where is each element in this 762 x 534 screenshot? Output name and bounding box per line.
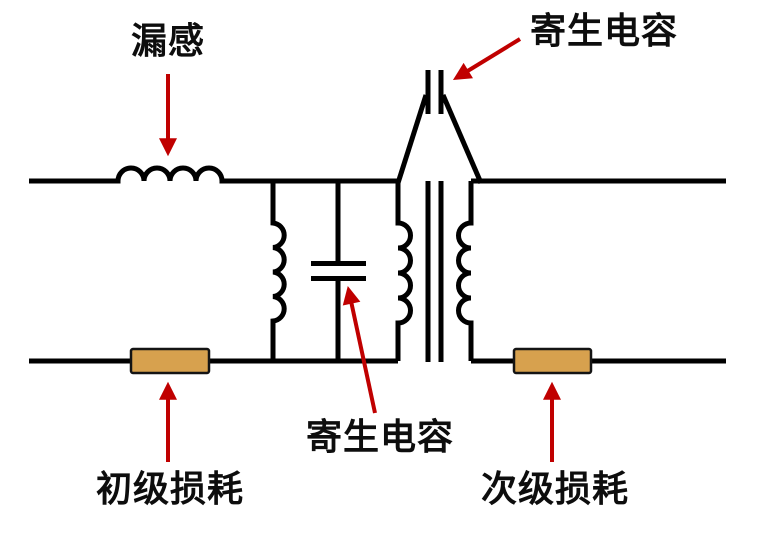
primary-loss-label: 初级损耗 (95, 469, 244, 510)
transformer-secondary-winding (456, 181, 474, 361)
leakage-inductor (29, 165, 398, 184)
transformer-primary-winding (395, 181, 413, 361)
parasitic-capacitance-top-label: 寄生电容 (529, 11, 678, 52)
secondary-loss-resistor (512, 347, 593, 375)
parasitic-mid-arrow (342, 286, 377, 414)
transformer-core (425, 181, 444, 362)
leakage-inductance-label: 漏感 (130, 21, 205, 62)
secondary-loss-label: 次级损耗 (480, 469, 629, 510)
parasitic-capacitor-interwinding (395, 70, 484, 184)
parasitic-top-arrow (452, 37, 522, 80)
primary-loss-resistor (129, 347, 211, 375)
parasitic-capacitor-shunt (311, 181, 366, 361)
parasitic-capacitance-mid-label: 寄生电容 (305, 417, 454, 458)
magnetizing-inductor (270, 181, 287, 361)
